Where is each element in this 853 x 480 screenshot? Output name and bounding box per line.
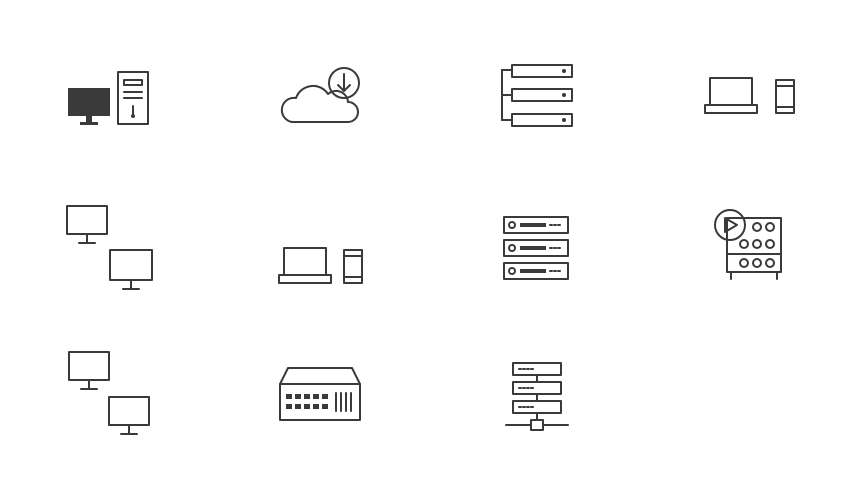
network-switch-icon bbox=[278, 366, 364, 422]
desktop-computer-tower-icon bbox=[66, 70, 152, 128]
media-server-play-icon bbox=[713, 208, 785, 284]
two-monitors-icon bbox=[66, 350, 156, 438]
server-rack-icon bbox=[502, 215, 572, 283]
laptop-phone-icon bbox=[704, 76, 796, 116]
cloud-download-icon bbox=[280, 66, 364, 126]
two-monitors-icon bbox=[64, 204, 156, 292]
laptop-phone-icon bbox=[278, 246, 368, 286]
server-network-icon bbox=[504, 361, 570, 437]
server-hierarchy-icon bbox=[498, 64, 576, 130]
